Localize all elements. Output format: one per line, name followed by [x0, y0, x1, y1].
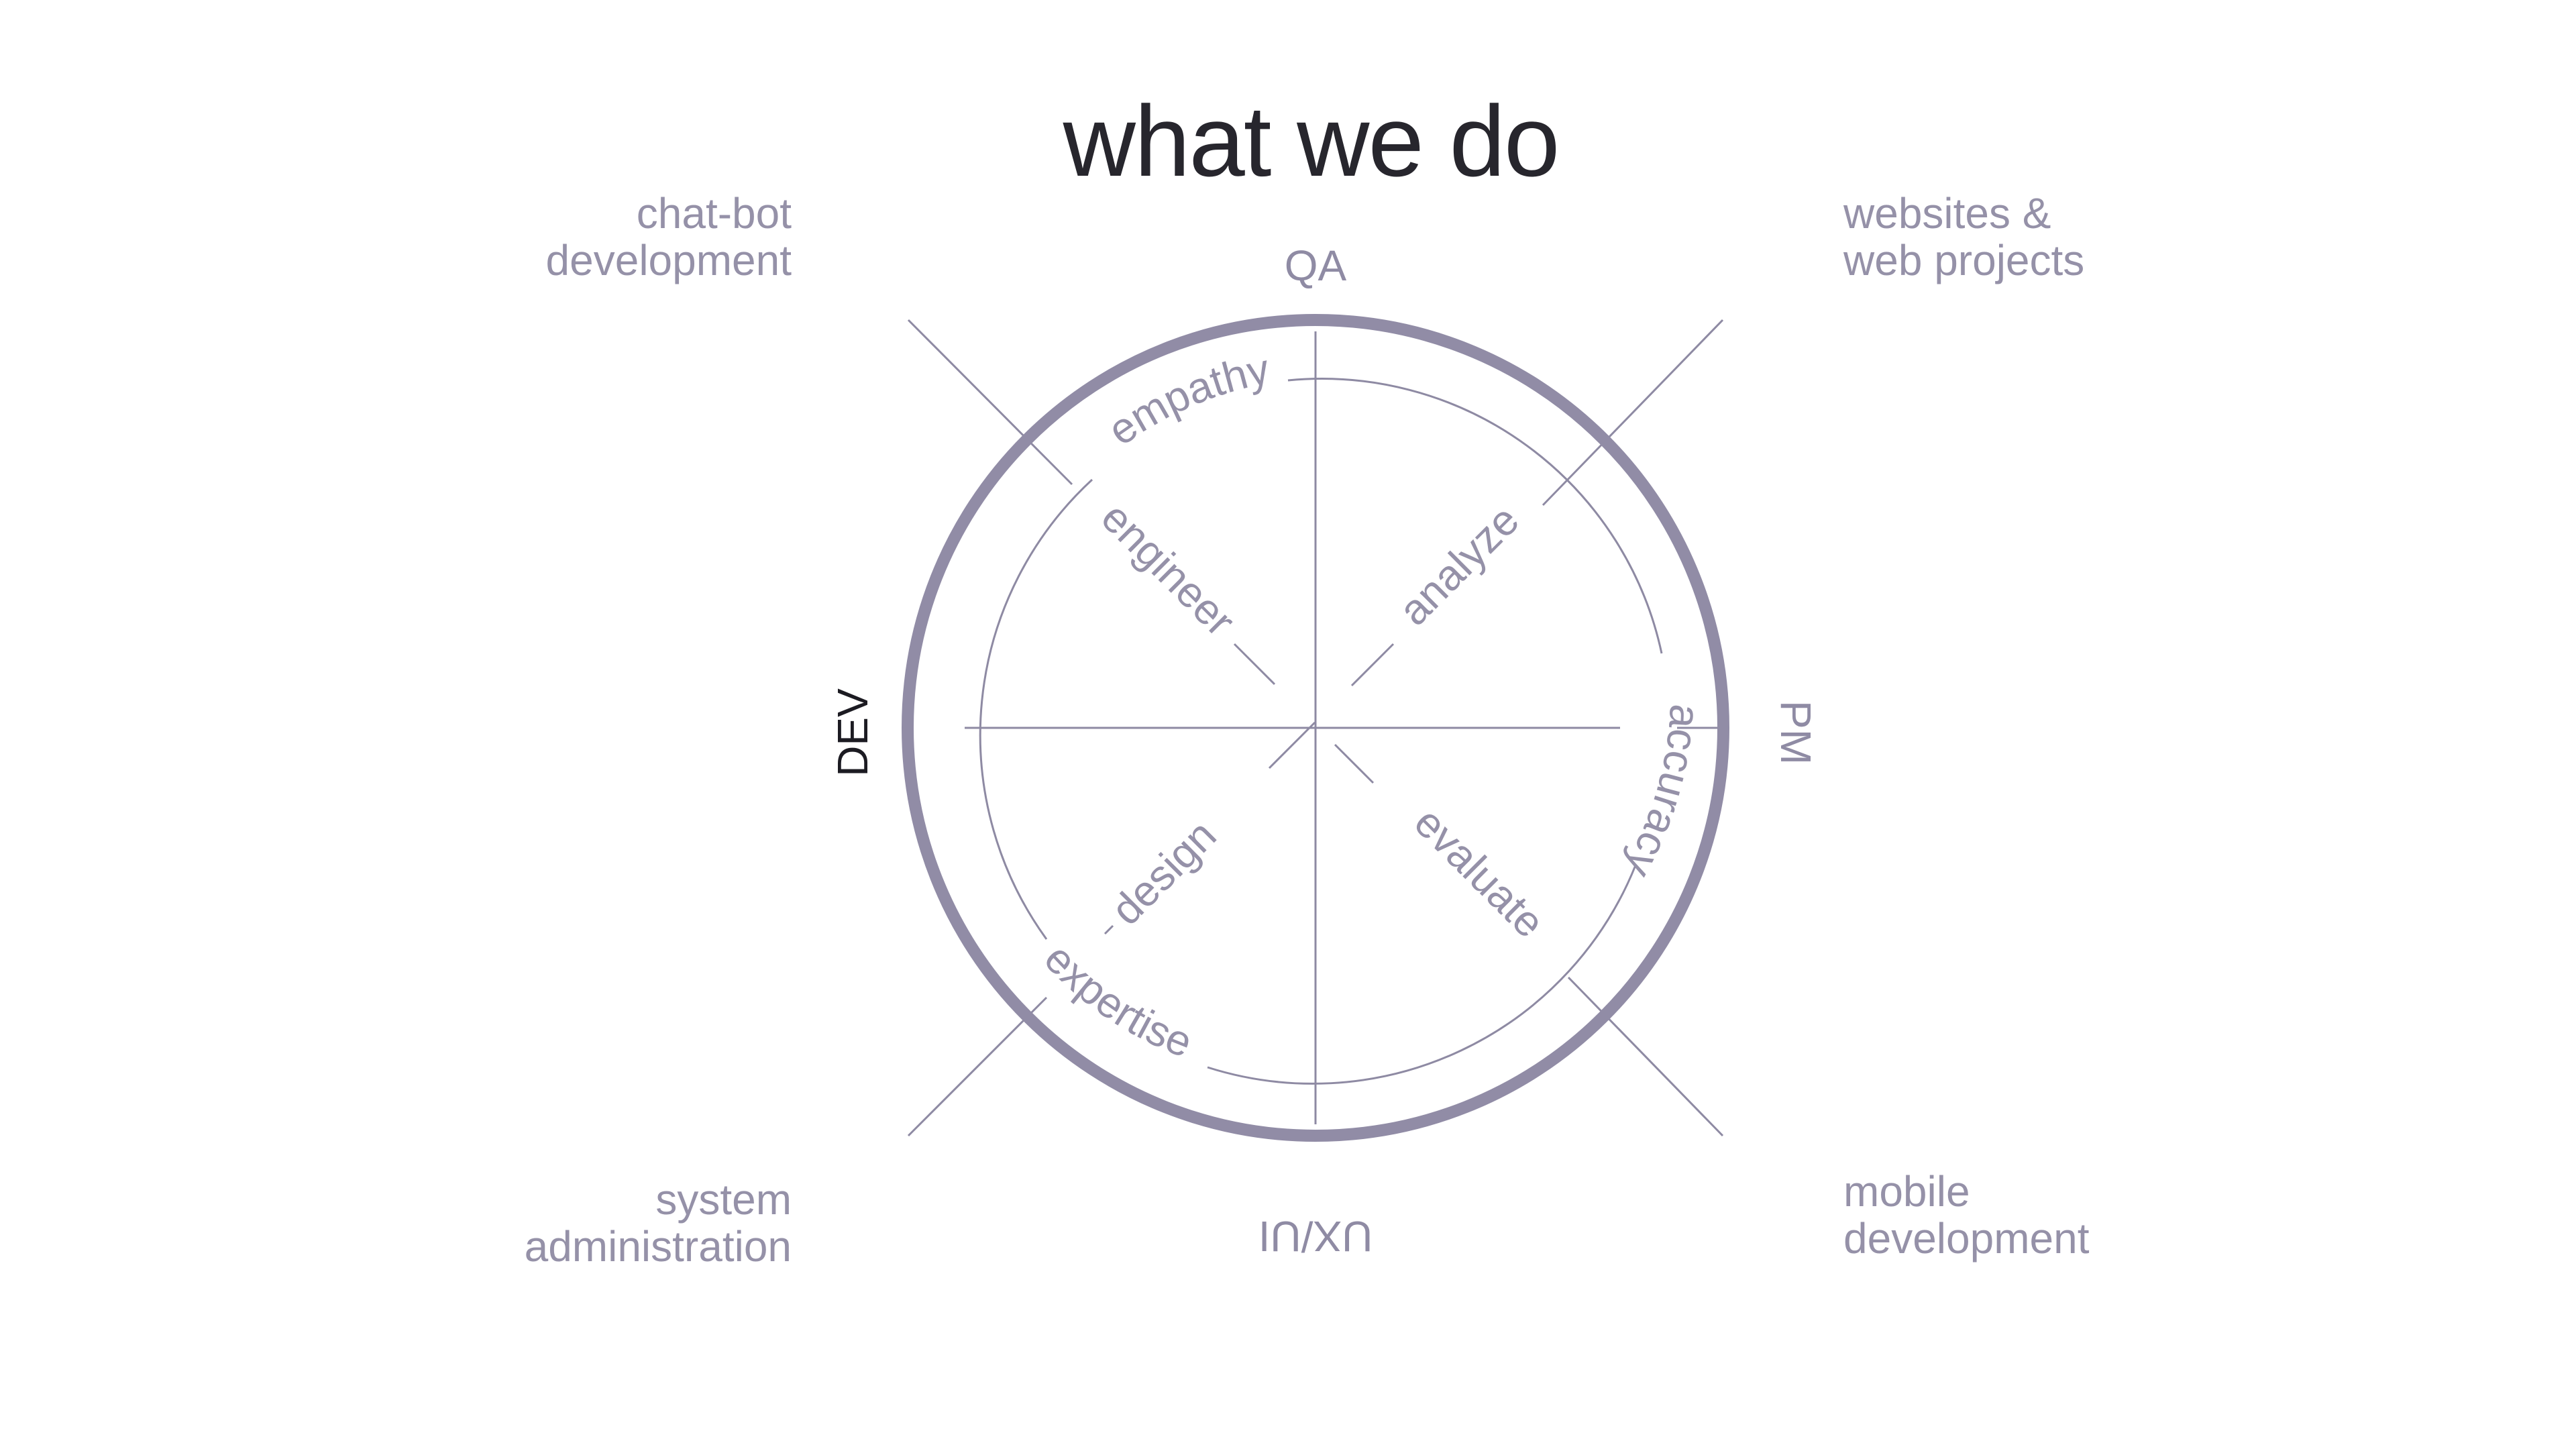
axis-label-qa: QA — [1285, 241, 1347, 290]
spoke-ne-outer — [1542, 319, 1724, 506]
trait-accuracy: accuracy — [1615, 703, 1709, 885]
inner-arc-top-right — [1287, 378, 1663, 654]
trait-evaluate: evaluate — [1405, 798, 1554, 947]
corner-label-mobile-line1: mobile — [1843, 1167, 1970, 1216]
spoke-diagonal-nw-se-inner — [1233, 643, 1276, 686]
corner-label-sysadmin-line2: administration — [525, 1222, 792, 1271]
corner-label-websites-line2: web projects — [1843, 236, 2084, 284]
axis-label-uxui: UX/UI — [1258, 1212, 1373, 1260]
inner-arc-left — [979, 478, 1093, 940]
corner-label-websites-line1: websites & — [1843, 189, 2051, 237]
spoke-diagonal-ne-sw-inner — [1350, 643, 1395, 687]
inner-arc-bottom-right — [1207, 865, 1637, 1085]
corner-label-chatbot-line1: chat-bot — [637, 189, 792, 237]
axis-label-pm: PM — [1772, 700, 1820, 765]
spoke-nw-outer — [907, 319, 1073, 486]
corner-label-mobile-line2: development — [1843, 1214, 2090, 1263]
page-title: what we do — [1063, 85, 1559, 197]
axis-label-dev: DEV — [828, 688, 877, 777]
spoke-diagonal-ne-sw-inner — [1268, 721, 1316, 769]
spoke-diagonal-nw-se-inner — [1334, 743, 1375, 784]
spoke-se-outer — [1567, 976, 1724, 1137]
trait-analyze: analyze — [1389, 496, 1528, 635]
trait-design: design — [1102, 810, 1225, 934]
trait-engineer: engineer — [1092, 493, 1244, 645]
spoke-diagonal-sw-tick — [1104, 924, 1114, 935]
outer-ring — [902, 314, 1729, 1142]
corner-label-chatbot-line2: development — [546, 236, 792, 284]
corner-label-sysadmin-line1: system — [655, 1175, 792, 1224]
